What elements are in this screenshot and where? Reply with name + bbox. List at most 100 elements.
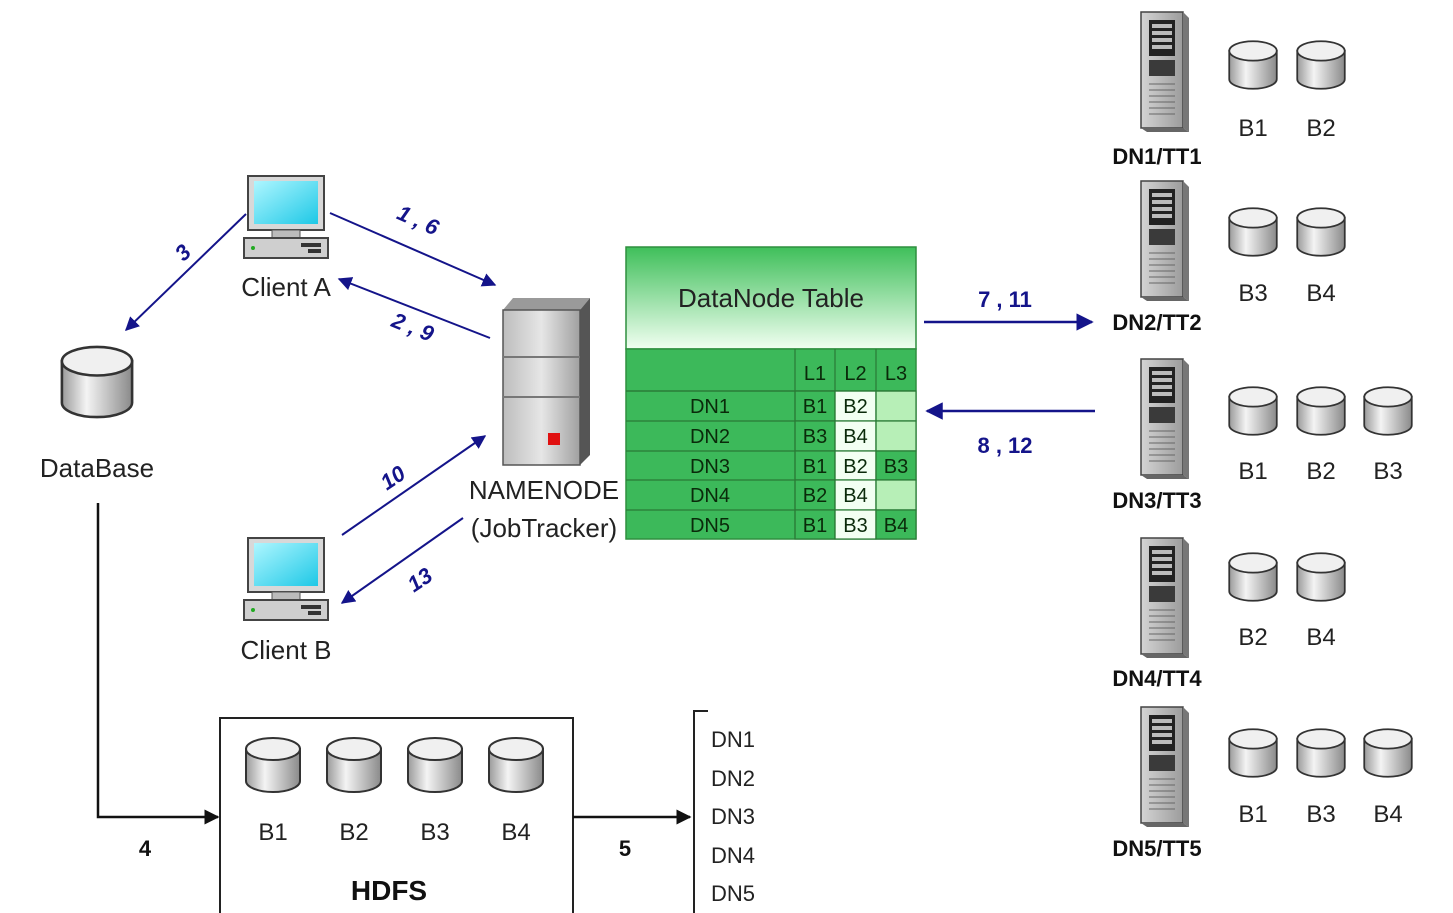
hdfs-block-label: B3 (420, 819, 449, 846)
step-label-10: 10 (376, 460, 411, 495)
arrow-client-b-to-namenode (341, 435, 487, 536)
table-cell (875, 390, 917, 422)
dn-list-item: DN3 (711, 804, 755, 829)
table-row-label-dn5: DN5 (690, 515, 730, 537)
block-disk-icon (1228, 552, 1278, 602)
table-cell-value: B4 (843, 426, 867, 448)
step-label-8-12: 8 , 12 (977, 433, 1032, 458)
table-header-l2: L2 (844, 363, 866, 385)
hdfs-block-disk-icon (326, 737, 382, 793)
block-label: B1 (1238, 801, 1267, 828)
table-row-label-dn3: DN3 (690, 456, 730, 478)
step-label-5: 5 (619, 836, 631, 861)
datanode-name: DN2/TT2 (1112, 310, 1201, 335)
table-cell-value: B3 (884, 456, 908, 478)
table-cell (875, 420, 917, 452)
client-a-label: Client A (241, 272, 331, 302)
datanode-name: DN1/TT1 (1112, 144, 1201, 169)
block-label: B2 (1306, 115, 1335, 142)
client-b-computer-icon (243, 537, 329, 621)
block-disk-icon (1363, 386, 1413, 436)
arrow-namenode-to-client-a (337, 277, 491, 339)
datanode-2: DN2/TT2 B3 B4 (1112, 180, 1346, 335)
hdfs-block-label: B1 (258, 819, 287, 846)
hdfs-block-label: B4 (501, 819, 530, 846)
table-cell-value: B1 (803, 515, 827, 537)
client-a-computer-icon (243, 175, 329, 259)
block-label: B4 (1306, 624, 1335, 651)
arrow-client-a-to-database (124, 213, 247, 331)
datanode-server-icon (1140, 537, 1190, 659)
table-cell (794, 479, 836, 511)
namenode-label: NAMENODE (469, 475, 619, 505)
table-cell (834, 450, 877, 481)
block-disk-icon (1296, 552, 1346, 602)
step-label-4: 4 (139, 836, 152, 861)
table-cell (834, 509, 877, 540)
table-row-label-dn2: DN2 (690, 426, 730, 448)
table-header-l3: L3 (885, 363, 907, 385)
datanode-server-icon (1140, 180, 1190, 302)
table-cell-value: B3 (803, 426, 827, 448)
step-label-2-9: 2 , 9 (387, 307, 438, 347)
block-disk-icon (1296, 40, 1346, 90)
table-row-label-dn1: DN1 (690, 396, 730, 418)
step-label-1-6: 1 , 6 (393, 200, 443, 241)
table-cell (875, 509, 917, 540)
block-label: B3 (1373, 458, 1402, 485)
block-disk-icon (1296, 207, 1346, 257)
table-cell-value: B3 (843, 515, 867, 537)
block-disk-icon (1363, 728, 1413, 778)
datanode-3: DN3/TT3 B1 B2 B3 (1112, 358, 1413, 513)
datanode-server-icon (1140, 358, 1190, 480)
datanode-1: DN1/TT1 B1 B2 (1112, 11, 1346, 169)
client-b-label: Client B (240, 635, 331, 665)
block-label: B4 (1306, 280, 1335, 307)
block-disk-icon (1228, 386, 1278, 436)
table-cell-value: B1 (803, 456, 827, 478)
table-cell-value: B2 (803, 485, 827, 507)
hdfs-blocks: B1 B2 B3 B4 (245, 737, 544, 846)
step-label-3: 3 (170, 239, 196, 265)
block-label: B1 (1238, 115, 1267, 142)
dn-list-item: DN4 (711, 843, 755, 868)
block-label: B2 (1306, 458, 1335, 485)
block-label: B4 (1373, 801, 1402, 828)
block-disk-icon (1228, 728, 1278, 778)
block-label: B2 (1238, 624, 1267, 651)
hdfs-block-disk-icon (488, 737, 544, 793)
table-cell-value: B2 (843, 456, 867, 478)
datanode-name: DN3/TT3 (1112, 488, 1201, 513)
hdfs-block-label: B2 (339, 819, 368, 846)
block-label: B3 (1306, 801, 1335, 828)
block-label: B3 (1238, 280, 1267, 307)
block-disk-icon (1228, 207, 1278, 257)
table-cell-value: B2 (843, 396, 867, 418)
block-label: B1 (1238, 458, 1267, 485)
arrow-client-a-to-namenode (329, 212, 497, 287)
table-cell (875, 479, 917, 511)
arrow-namenode-to-client-b (340, 517, 464, 604)
namenode-server-icon (502, 298, 590, 466)
step-label-13: 13 (403, 563, 437, 597)
block-disk-icon (1296, 728, 1346, 778)
block-disk-icon (1228, 40, 1278, 90)
dn-list-item: DN1 (711, 727, 755, 752)
table-header-l1: L1 (804, 363, 826, 385)
namenode-sublabel: (JobTracker) (471, 513, 617, 543)
table-cell (794, 509, 836, 540)
database-icon (60, 345, 134, 419)
dn-list-bracket (693, 710, 708, 913)
table-cell-value: B4 (884, 515, 908, 537)
table-row-label-dn4: DN4 (690, 485, 730, 507)
table-cell (794, 450, 836, 481)
block-disk-icon (1296, 386, 1346, 436)
hdfs-title: HDFS (351, 875, 427, 906)
step-label-7-11: 7 , 11 (978, 287, 1032, 312)
arrow-database-to-hdfs (96, 503, 220, 825)
